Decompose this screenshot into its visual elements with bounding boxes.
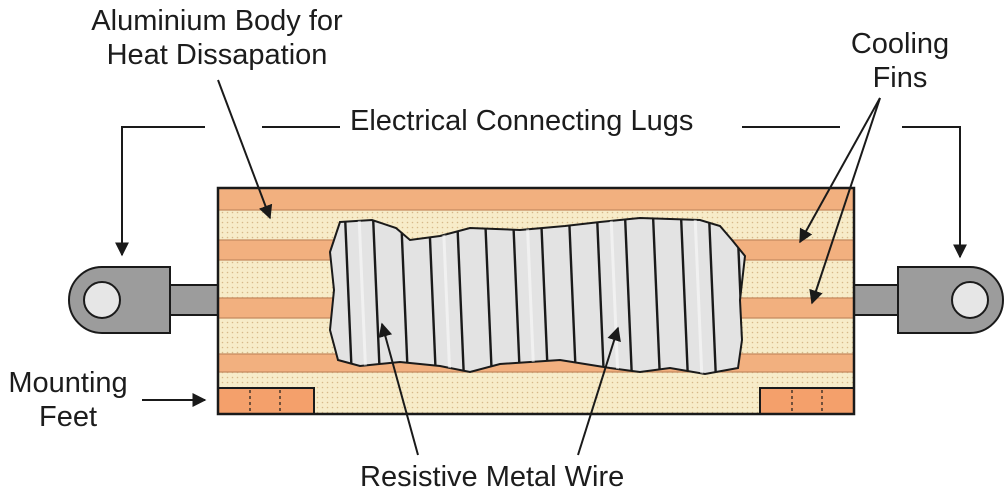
label-aluminium-body: Aluminium Body for Heat Dissapation (62, 4, 372, 72)
resistive-metal-wire (328, 216, 747, 376)
label-resistive-wire: Resistive Metal Wire (360, 461, 625, 493)
wire-arrow-left (378, 322, 419, 456)
lugs-leader-lines (115, 126, 967, 259)
fins-arrow-upper (799, 97, 881, 244)
label-feet-line1: Mounting (8, 367, 128, 399)
mounting-foot-right (759, 387, 855, 415)
fins-arrow-lower (809, 97, 881, 305)
body-arrow (217, 79, 273, 220)
label-mounting-feet: Mounting Feet (0, 366, 136, 434)
label-fins-line2: Fins (872, 62, 928, 94)
right-lug-hole (951, 281, 989, 319)
mounting-foot-left (217, 387, 315, 415)
label-connecting-lugs: Electrical Connecting Lugs (350, 105, 694, 137)
wire-arrow-right (577, 326, 621, 456)
cooling-fin (218, 188, 854, 210)
left-connecting-lug (68, 266, 221, 334)
label-fins-line1: Cooling (850, 28, 950, 60)
label-body-line2: Heat Dissapation (106, 39, 328, 71)
right-connecting-lug (849, 266, 1004, 334)
label-body-line1: Aluminium Body for (91, 5, 343, 37)
left-lug-hole (83, 281, 121, 319)
label-feet-line2: Feet (38, 401, 98, 433)
label-cooling-fins: Cooling Fins (830, 27, 970, 95)
